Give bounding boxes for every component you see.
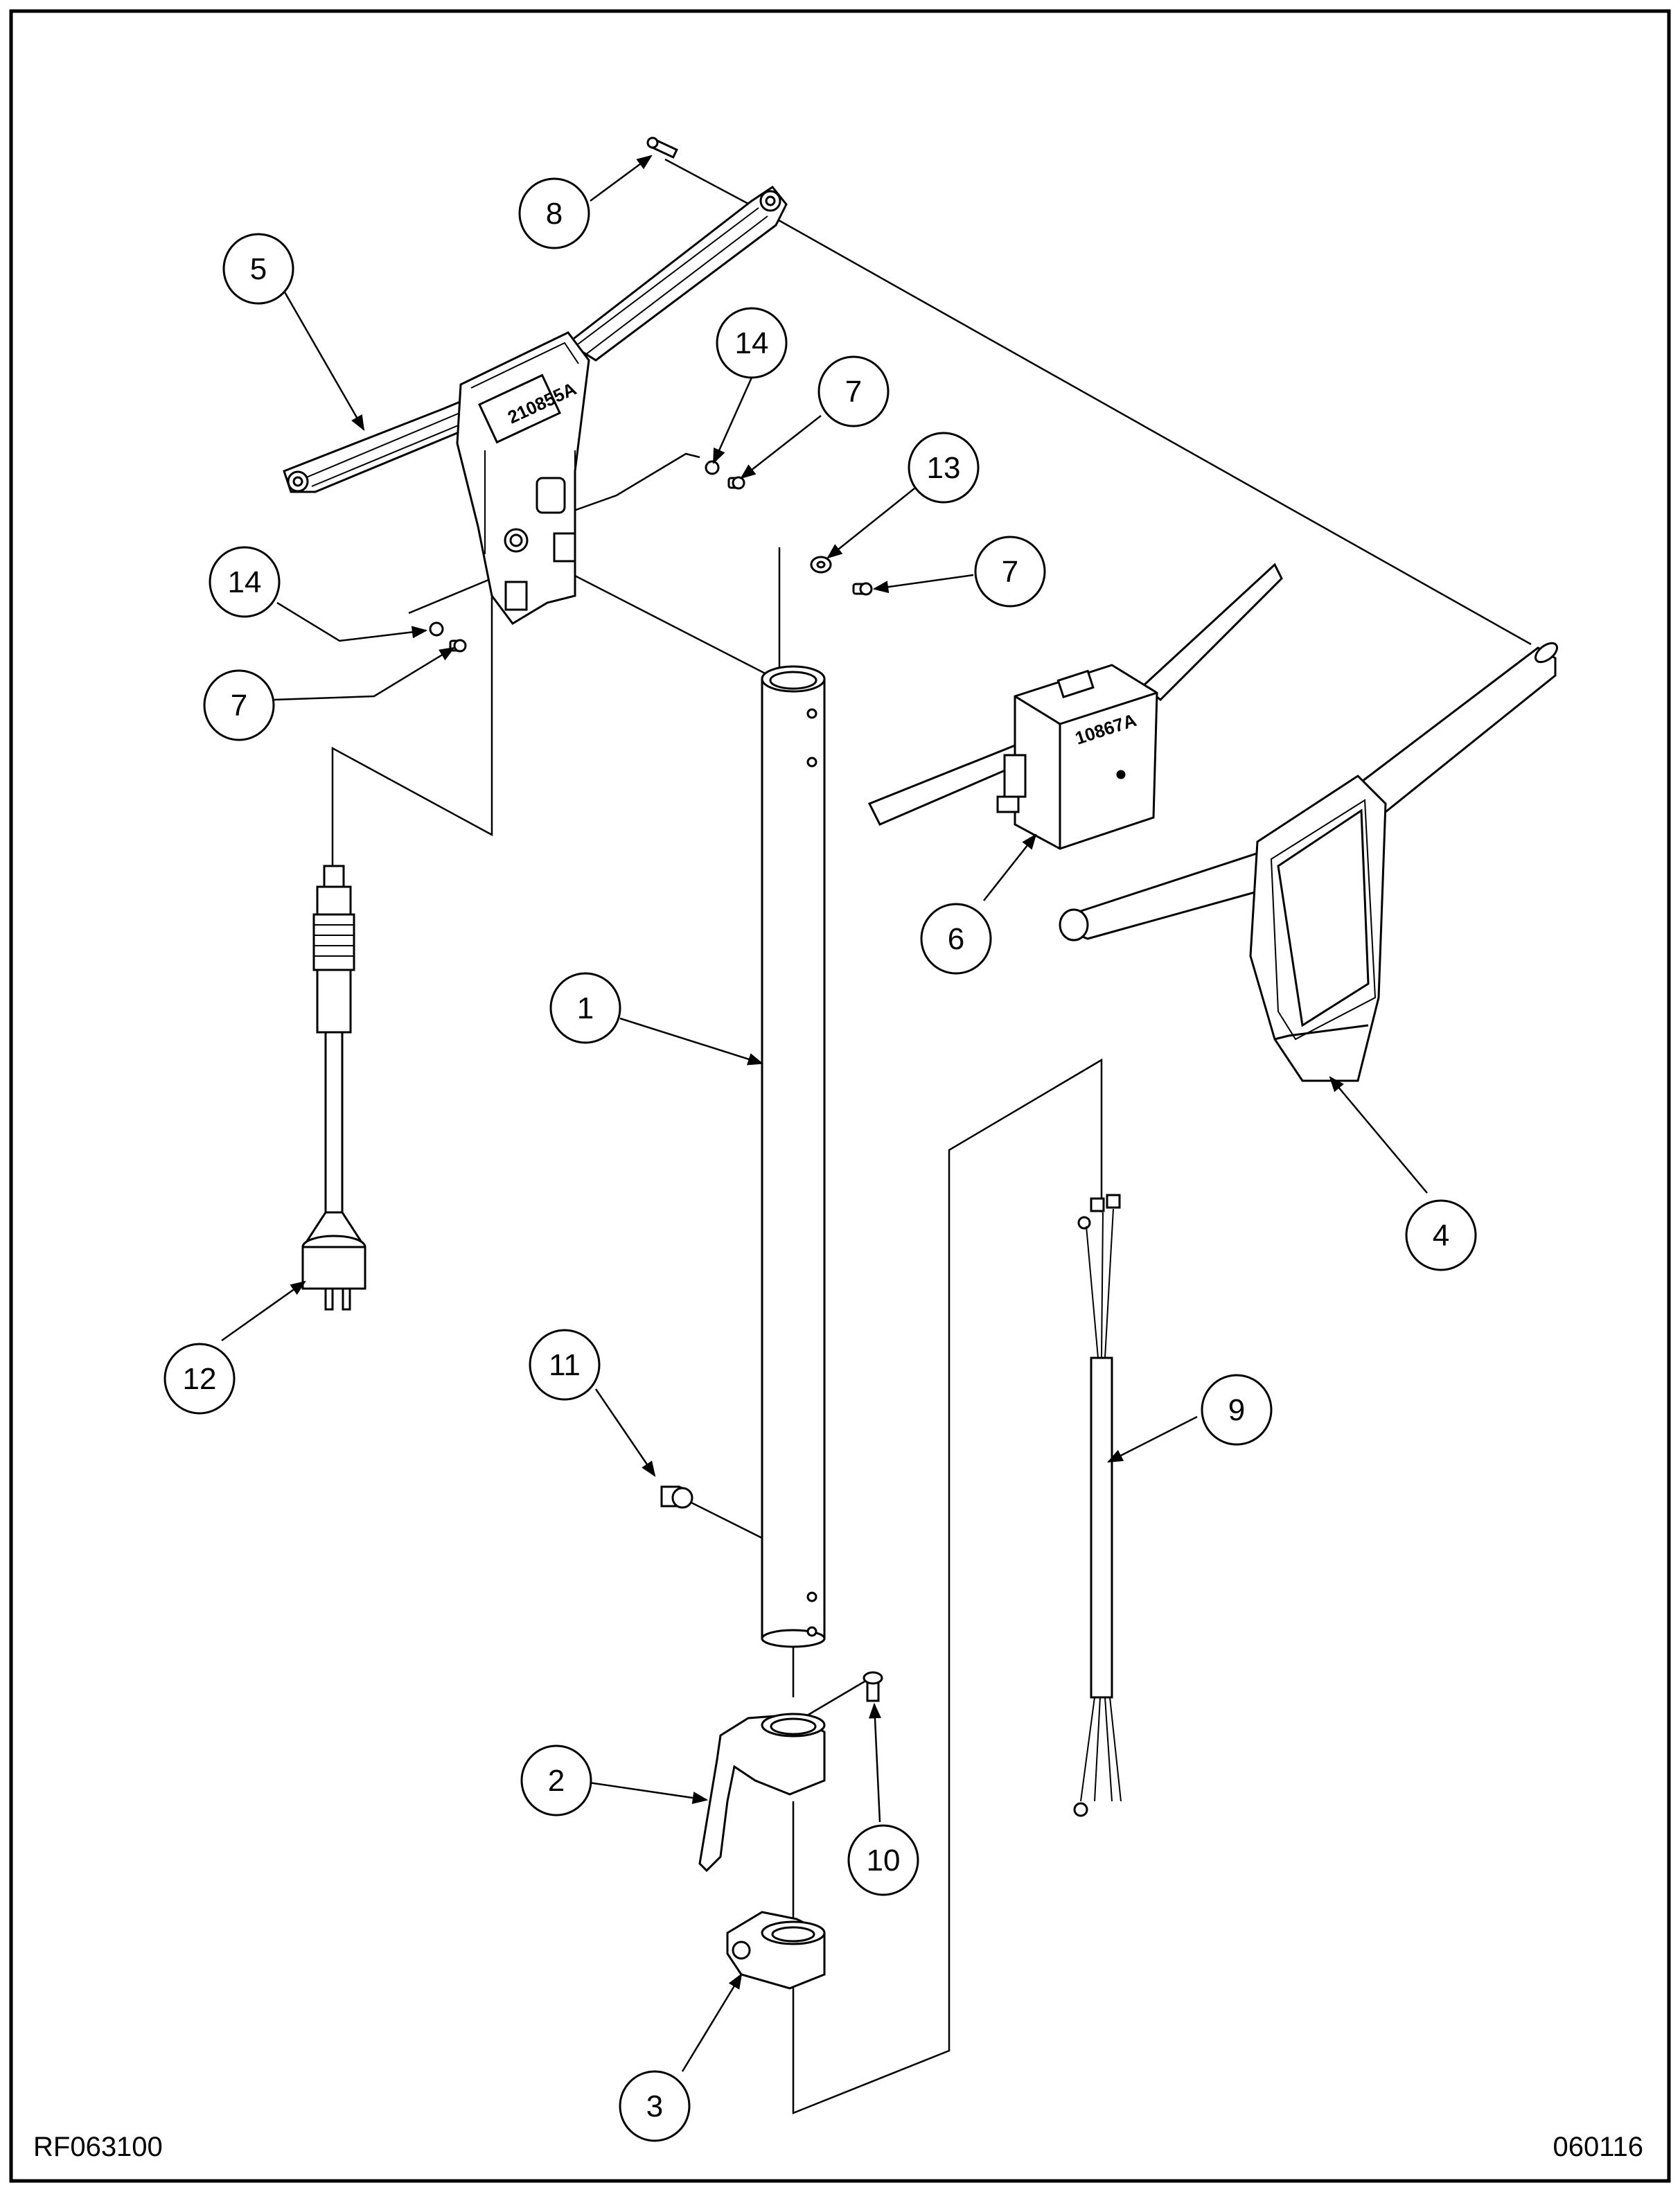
plug-cord-part-12 (301, 865, 366, 1311)
balloon-6-label: 6 (948, 922, 964, 956)
tube-part-1 (761, 665, 826, 1648)
frame-part-5: 210855A (283, 185, 788, 625)
drawing-number-left: RF063100 (33, 2132, 163, 2162)
balloon-7-upper-label: 7 (845, 375, 862, 409)
cap-part-11 (660, 1485, 693, 1509)
balloon-2-label: 2 (548, 1764, 565, 1798)
clamp-part-3 (726, 1911, 826, 1990)
balloon-1: 1 (549, 972, 621, 1044)
balloon-4-label: 4 (1433, 1219, 1449, 1253)
balloon-3-label: 3 (646, 2089, 663, 2123)
balloon-14-upper-label: 14 (735, 326, 769, 360)
balloon-1-label: 1 (577, 991, 594, 1025)
drawing-date-right: 060116 (1553, 2132, 1643, 2162)
balloon-11: 11 (529, 1329, 601, 1401)
handle-part-4 (1059, 642, 1558, 1082)
balloon-13: 13 (908, 432, 980, 504)
clamp-part-2 (698, 1713, 826, 1873)
balloon-7-left-label: 7 (231, 689, 247, 723)
balloon-8-label: 8 (546, 197, 563, 231)
washer-bolt-lower (429, 621, 467, 653)
balloon-12: 12 (163, 1343, 236, 1415)
balloon-11-label: 11 (549, 1348, 581, 1382)
balloon-7-right: 7 (974, 536, 1046, 608)
balloon-10: 9 (1201, 1374, 1273, 1446)
pin-part-8 (646, 136, 678, 159)
balloon-3: 3 (619, 2070, 691, 2142)
balloon-2: 2 (520, 1744, 592, 1817)
wire-harness-part-10 (1073, 1194, 1122, 1817)
balloon-7-upper: 7 (817, 355, 890, 427)
washer-bolt-upper (705, 460, 745, 490)
balloon-12-label: 12 (183, 1362, 217, 1396)
washer-part-13 (810, 556, 873, 596)
balloon-13-label: 13 (927, 451, 961, 485)
balloon-9-label: 10 (867, 1844, 901, 1877)
balloon-14-left: 14 (209, 546, 281, 618)
balloon-10-label: 9 (1228, 1393, 1245, 1427)
drawing-border (9, 9, 1671, 2183)
balloon-8: 8 (518, 177, 590, 249)
balloon-14-upper: 14 (716, 307, 788, 379)
balloons: 8 5 14 7 13 7 14 7 (163, 177, 1477, 2142)
switch-part-6: 10867A (867, 563, 1283, 850)
balloon-6: 6 (920, 903, 992, 975)
balloon-7-right-label: 7 (1002, 555, 1018, 589)
balloon-5: 5 (222, 233, 294, 305)
balloon-5-label: 5 (250, 252, 267, 286)
leader-lines (221, 154, 1428, 2072)
balloon-7-left: 7 (203, 669, 275, 741)
balloon-4: 4 (1405, 1199, 1477, 1271)
balloon-9: 10 (847, 1824, 919, 1896)
screw-part-9 (863, 1671, 883, 1702)
balloon-14-left-label: 14 (228, 565, 262, 599)
